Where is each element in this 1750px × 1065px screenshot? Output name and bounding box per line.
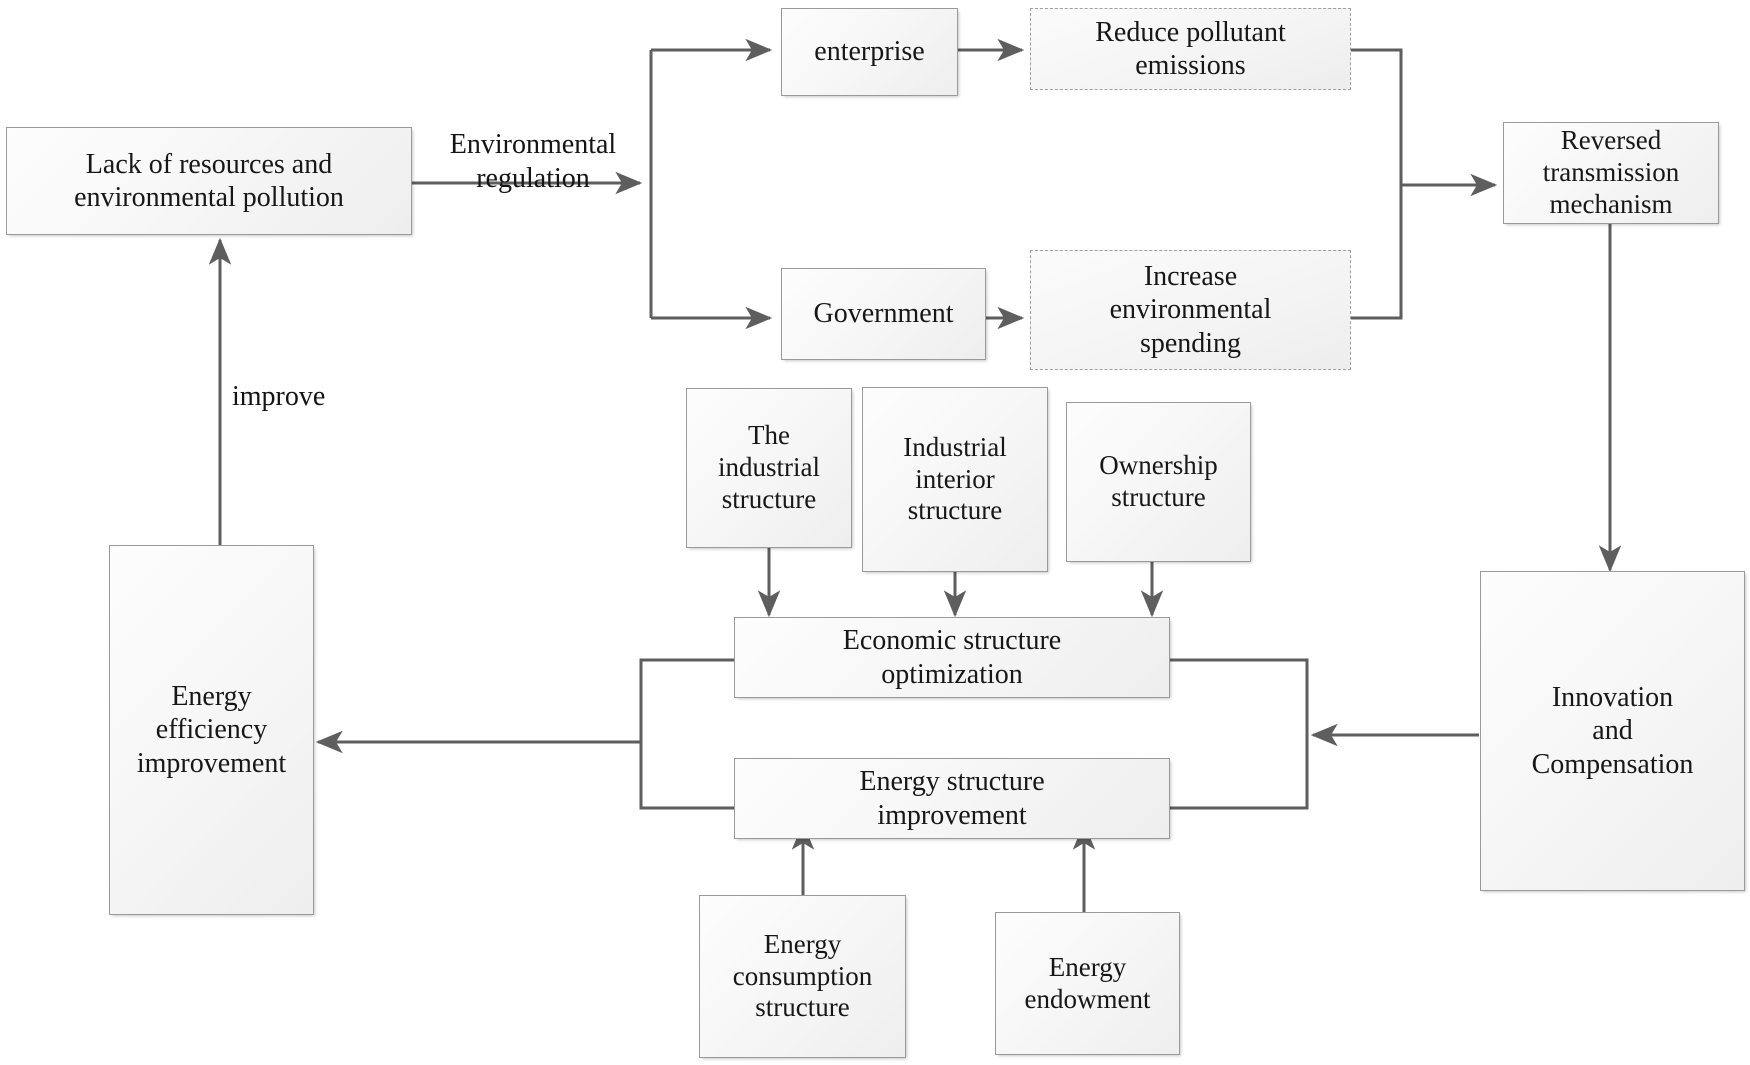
node-ownership-structure[interactable]: Ownership structure	[1066, 402, 1251, 562]
node-reversed-transmission-mechanism[interactable]: Reversed transmission mechanism	[1503, 122, 1719, 224]
node-innovation-and-compensation[interactable]: Innovation and Compensation	[1480, 571, 1745, 891]
edge-left-bracket	[639, 658, 735, 810]
node-enterprise[interactable]: enterprise	[781, 8, 958, 96]
node-energy-efficiency-improvement[interactable]: Energy efficiency improvement	[109, 545, 314, 915]
node-energy-consumption-structure[interactable]: Energy consumption structure	[699, 895, 906, 1058]
node-economic-structure-optimization[interactable]: Economic structure optimization	[734, 617, 1170, 698]
node-government[interactable]: Government	[781, 268, 986, 360]
node-lack-of-resources[interactable]: Lack of resources and environmental poll…	[6, 127, 412, 235]
node-energy-structure-improvement[interactable]: Energy structure improvement	[734, 758, 1170, 839]
node-energy-endowment[interactable]: Energy endowment	[995, 912, 1180, 1055]
node-the-industrial-structure[interactable]: The industrial structure	[686, 388, 852, 548]
node-industrial-interior-structure[interactable]: Industrial interior structure	[862, 387, 1048, 572]
edge-right-bracket	[1170, 658, 1309, 810]
node-increase-environmental-spending[interactable]: Increase environmental spending	[1030, 250, 1351, 370]
edge-reduce-to-collector	[1351, 48, 1403, 185]
edge-increase-to-collector	[1351, 185, 1403, 320]
edge-label-environmental-regulation: Environmental regulation	[449, 129, 617, 194]
edge-label-improve: improve	[232, 381, 326, 412]
node-reduce-pollutant-emissions[interactable]: Reduce pollutant emissions	[1030, 8, 1351, 90]
